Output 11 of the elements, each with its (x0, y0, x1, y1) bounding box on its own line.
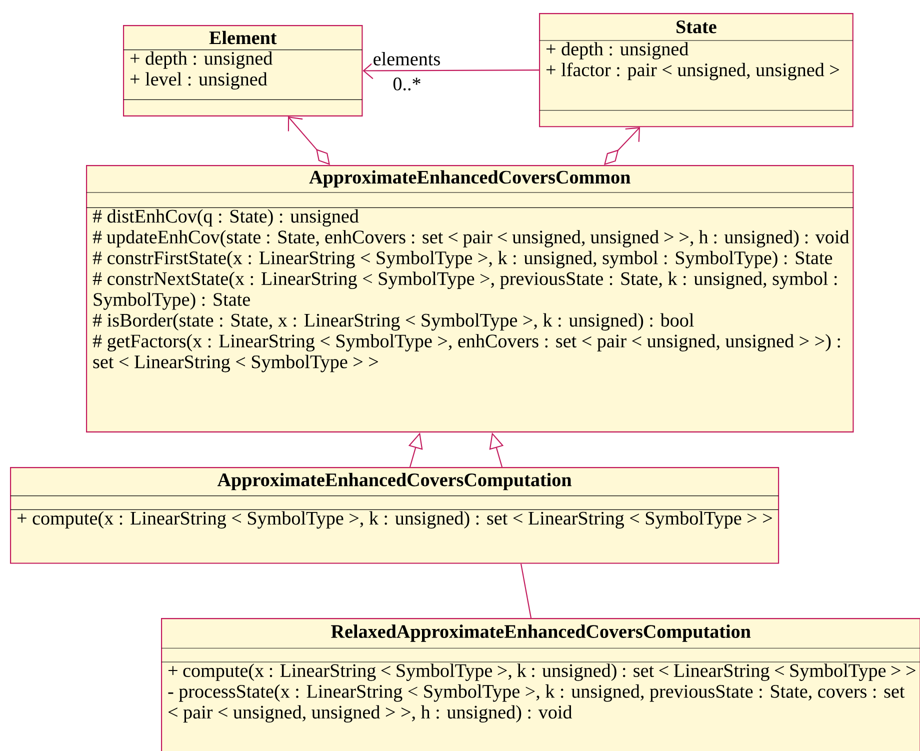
multiplicity-label: 0..* (393, 78, 420, 90)
edge-label: elements (372, 50, 442, 67)
class-box: ApproximateEnhancedCoversComputation + compute(x : LinearString < SymbolType >, k : unsigned) : set < LinearString < SymbolType > > (10, 467, 780, 564)
connector (520, 564, 532, 618)
class-box: ApproximateEnhancedCoversCommon # distEnhCov(q : State) : unsigned # updateEnhCov(state : State, enhCovers : set < pair < unsigned, unsigned > >, h : unsigned) : void # constrFirstState(x : LinearString < SymbolType >, k : unsigned, symbol : SymbolType) : State # constrNextState(x : LinearString < SymbolType >, previousState : State, k : unsigned, symbol : SymbolType) : State # isBorder(state : State, x : LinearString < SymbolType >, k : unsigned) : bool # getFactors(x : LinearString < SymbolType >, enhCovers : set < pair < unsigned, unsigned > >) : set < LinearString < SymbolType > > (86, 165, 854, 432)
class-box: Element + depth : unsigned + level : unsigned (123, 25, 363, 116)
connector (604, 127, 640, 165)
class-box: State + depth : unsigned + lfactor : pair < unsigned, unsigned > (539, 13, 854, 128)
connector (362, 62, 540, 80)
connector (288, 116, 330, 165)
class-box: RelaxedApproximateEnhancedCoversComputation + compute(x : LinearString < SymbolType >, k : unsigned) : set < LinearString < SymbolType > > - processState(x : LinearString < SymbolType >, k : unsigned, previousState : State, covers : set < pair < unsigned, unsigned > >, h : unsigned) : void (161, 618, 920, 751)
